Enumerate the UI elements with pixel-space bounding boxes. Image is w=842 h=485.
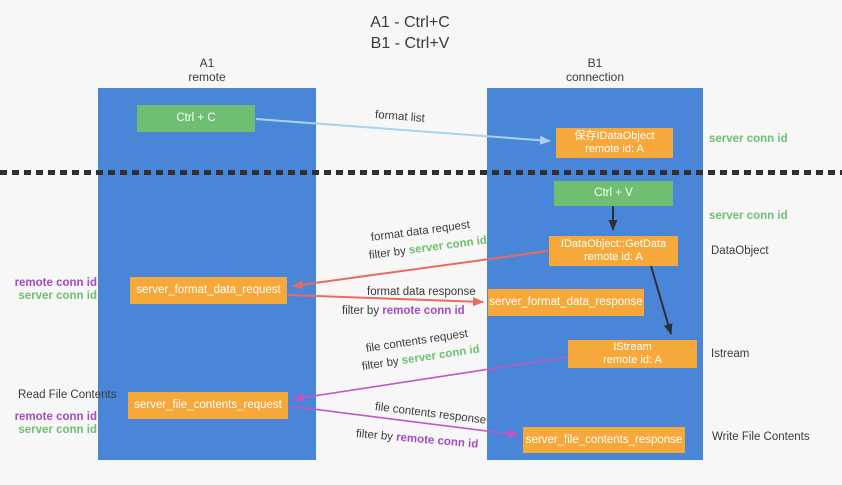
lane-b1-role: connection	[565, 70, 625, 84]
label-remote-conn-id: remote conn id	[14, 411, 97, 423]
label-read-file-contents: Read File Contents	[18, 389, 117, 401]
node-ctrl-c-label: Ctrl + C	[176, 112, 216, 124]
label-remote-conn-id: remote conn id	[14, 277, 97, 289]
lane-a1-role: remote	[188, 70, 226, 84]
filter-prefix: filter by	[361, 355, 403, 373]
label-filter-format-response: filter by remote conn id	[342, 305, 465, 317]
filter-prefix: filter by	[342, 305, 383, 317]
label-filter-file-response: filter by remote conn id	[355, 428, 478, 451]
label-conn-ids-left-bottom: remote conn id server conn id	[15, 411, 97, 437]
node-server-file-contents-response: server_file_contents_response	[523, 427, 685, 453]
label-file-contents-response: file contents response	[374, 401, 487, 427]
lane-a1-header: A1 remote	[98, 56, 316, 84]
node-getdata-line2: remote id: A	[584, 251, 643, 263]
node-ctrl-v-label: Ctrl + V	[594, 187, 633, 199]
node-server-file-contents-request: server_file_contents_request	[128, 392, 288, 419]
node-save-idataobject: 保存IDataObject remote id: A	[556, 128, 673, 158]
copy-paste-separator-line	[0, 170, 842, 175]
label-server-conn-id: server conn id	[18, 424, 97, 436]
node-format-response-label: server_format_data_response	[489, 296, 643, 308]
node-getdata-line1: IDataObject::GetData	[560, 238, 667, 250]
diagram-title: A1 - Ctrl+C B1 - Ctrl+V	[300, 12, 520, 54]
node-file-request-label: server_file_contents_request	[134, 399, 282, 411]
filter-prefix: filter by	[368, 244, 410, 262]
label-server-conn-id-mid-right: server conn id	[709, 210, 788, 222]
filter-key-remote-conn-id: remote conn id	[395, 431, 479, 451]
node-save-idataobject-line2: remote id: A	[585, 143, 644, 155]
filter-key-remote-conn-id: remote conn id	[382, 305, 465, 317]
label-format-list: format list	[374, 109, 426, 125]
node-ctrl-v: Ctrl + V	[554, 181, 673, 206]
label-dataobject: DataObject	[711, 245, 769, 257]
node-istream-line1: IStream	[613, 341, 652, 353]
node-ctrl-c: Ctrl + C	[137, 105, 255, 132]
label-server-conn-id: server conn id	[18, 290, 97, 302]
node-server-format-data-request: server_format_data_request	[130, 277, 287, 304]
title-line-1: A1 - Ctrl+C	[370, 14, 450, 31]
node-server-format-data-response: server_format_data_response	[488, 289, 644, 316]
title-line-2: B1 - Ctrl+V	[370, 35, 450, 52]
node-istream: IStream remote id: A	[568, 340, 697, 368]
filter-key-server-conn-id: server conn id	[408, 234, 488, 257]
label-server-conn-id-top-right: server conn id	[709, 133, 788, 145]
label-conn-ids-left-top: remote conn id server conn id	[15, 277, 97, 303]
lane-b1-name: B1	[587, 56, 603, 70]
label-istream: Istream	[711, 348, 750, 360]
node-save-idataobject-line1: 保存IDataObject	[574, 130, 655, 142]
node-file-response-label: server_file_contents_response	[525, 433, 683, 446]
lane-b1-header: B1 connection	[487, 56, 703, 84]
lane-a1-name: A1	[199, 56, 215, 70]
filter-prefix: filter by	[355, 428, 397, 444]
label-format-data-response: format data response	[367, 286, 476, 298]
node-format-request-label: server_format_data_request	[136, 284, 281, 296]
label-write-file-contents: Write File Contents	[712, 431, 810, 443]
node-istream-line2: remote id: A	[603, 354, 662, 366]
node-idataobject-getdata: IDataObject::GetData remote id: A	[549, 236, 678, 266]
